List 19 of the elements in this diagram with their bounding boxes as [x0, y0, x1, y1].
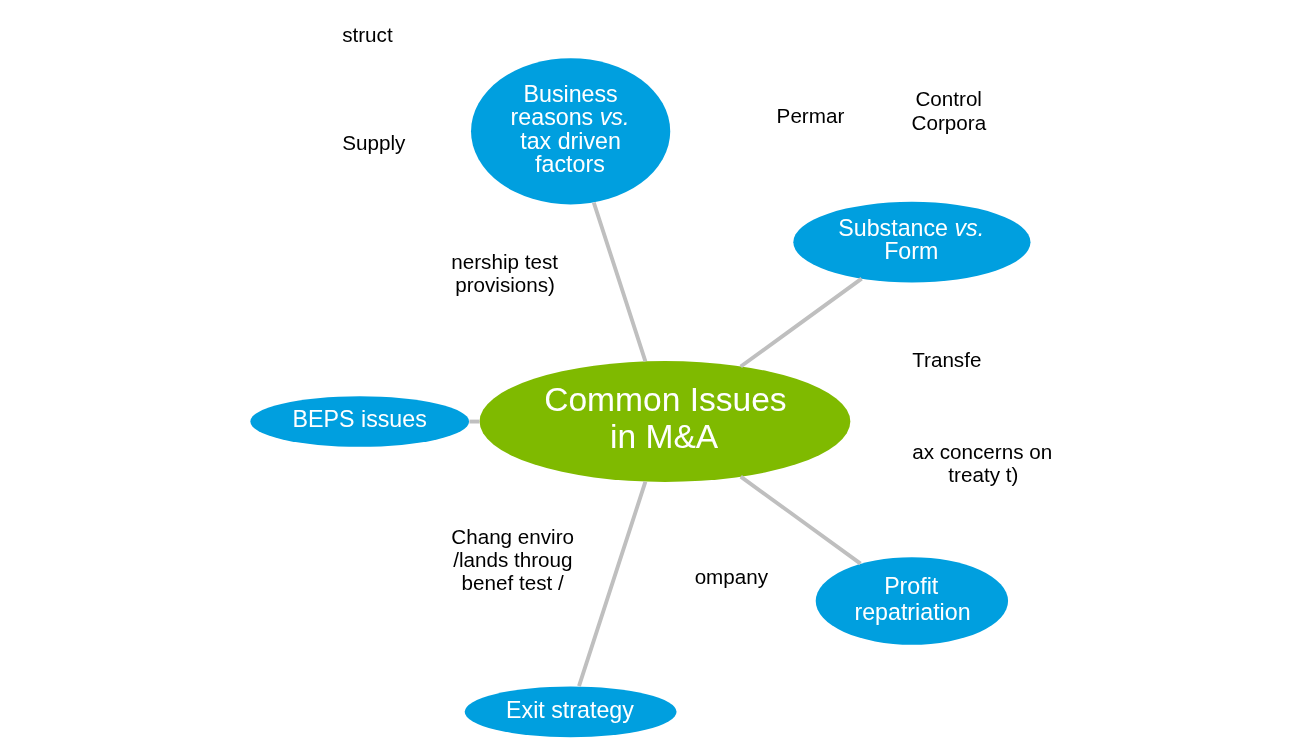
- label: Chang enviro /lands throug benef test /: [450, 524, 574, 595]
- label: nership test provisions): [450, 249, 558, 297]
- label: ompany: [694, 564, 768, 588]
- connector: [576, 481, 647, 687]
- label: struct: [341, 22, 393, 46]
- node-ellipse: Profit repatriation: [815, 557, 1008, 645]
- node-ellipse: Business reasons vs. tax driven factors: [470, 58, 670, 205]
- node-ellipse: Exit strategy: [464, 686, 677, 738]
- label: Supply: [341, 131, 405, 155]
- label: Transfe: [911, 348, 981, 372]
- connector: [739, 475, 862, 566]
- connector: [739, 277, 863, 369]
- node-ellipse: Substance vs. Form: [792, 201, 1030, 283]
- label: Control Corpora: [911, 87, 986, 134]
- node-ellipse: Common Issues in M&A: [479, 361, 850, 483]
- node-ellipse: BEPS issues: [249, 396, 469, 447]
- connector: [591, 202, 647, 362]
- label: Permar: [776, 104, 844, 128]
- label: ax concerns on treaty t): [911, 439, 1052, 486]
